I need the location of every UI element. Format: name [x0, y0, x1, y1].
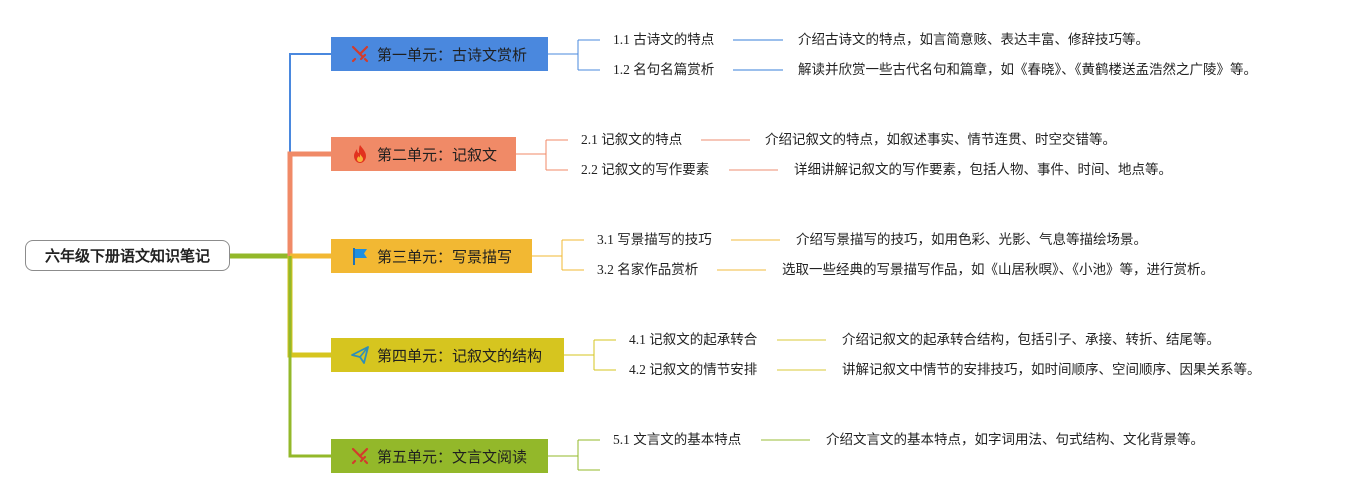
- item-2-1-desc[interactable]: 介绍记叙文的特点，如叙述事实、情节连贯、时空交错等。: [765, 132, 1116, 147]
- item-2-1[interactable]: 2.1 记叙文的特点: [581, 132, 683, 147]
- unit-3-branch: [532, 239, 584, 271]
- unit-5-title: 第五单元：文言文阅读: [377, 447, 528, 466]
- unit-2-connector: [287, 151, 331, 256]
- unit-3-topic[interactable]: 第三单元：写景描写: [331, 239, 532, 273]
- item-1-1-desc[interactable]: 介绍古诗文的特点，如言简意赅、表达丰富、修辞技巧等。: [798, 32, 1149, 47]
- item-3-2-desc[interactable]: 选取一些经典的写景描写作品，如《山居秋暝》、《小池》等，进行赏析。: [782, 262, 1214, 277]
- unit-3-title: 第三单元：写景描写: [377, 247, 513, 266]
- unit-2-branch: [516, 139, 568, 171]
- swords-icon: [349, 445, 371, 467]
- item-5-1-desc[interactable]: 介绍文言文的基本特点，如字词用法、句式结构、文化背景等。: [826, 432, 1204, 447]
- root-title: 六年级下册语文知识笔记: [44, 247, 210, 265]
- unit-1-topic[interactable]: 第一单元：古诗文赏析: [331, 37, 548, 71]
- item-4-2[interactable]: 4.2 记叙文的情节安排: [629, 362, 758, 377]
- item-4-2-desc[interactable]: 讲解记叙文中情节的安排技巧，如时间顺序、空间顺序、因果关系等。: [842, 362, 1261, 377]
- flag-icon: [349, 245, 371, 267]
- item-1-2[interactable]: 1.2 名句名篇赏析: [613, 62, 715, 77]
- unit-5-connector: [288, 256, 331, 458]
- unit-4-branch: [564, 339, 616, 371]
- swords-icon: [349, 43, 371, 65]
- item-5-1[interactable]: 5.1 文言文的基本特点: [613, 432, 742, 447]
- unit-4-topic[interactable]: 第四单元：记叙文的结构: [331, 338, 564, 372]
- item-3-2[interactable]: 3.2 名家作品赏析: [597, 262, 699, 277]
- unit-1-title: 第一单元：古诗文赏析: [377, 45, 528, 64]
- unit-5-topic[interactable]: 第五单元：文言文阅读: [331, 439, 548, 473]
- item-4-1[interactable]: 4.1 记叙文的起承转合: [629, 332, 758, 347]
- paper-plane-icon: [349, 344, 371, 366]
- item-1-2-desc[interactable]: 解读并欣赏一些古代名句和篇章，如《春晓》、《黄鹤楼送孟浩然之广陵》等。: [798, 62, 1257, 77]
- item-4-1-desc[interactable]: 介绍记叙文的起承转合结构，包括引子、承接、转折、结尾等。: [842, 332, 1220, 347]
- unit-1-branch: [548, 39, 600, 71]
- item-1-1[interactable]: 1.1 古诗文的特点: [613, 32, 715, 47]
- item-3-1[interactable]: 3.1 写景描写的技巧: [597, 232, 712, 247]
- unit-2-title: 第二单元：记叙文: [377, 145, 498, 164]
- unit-4-title: 第四单元：记叙文的结构: [377, 346, 543, 365]
- item-3-1-desc[interactable]: 介绍写景描写的技巧，如用色彩、光影、气息等描绘场景。: [796, 232, 1147, 247]
- unit-2-topic[interactable]: 第二单元：记叙文: [331, 137, 516, 171]
- item-2-2-desc[interactable]: 详细讲解记叙文的写作要素，包括人物、事件、时间、地点等。: [794, 162, 1172, 177]
- root-topic[interactable]: 六年级下册语文知识笔记: [25, 240, 230, 271]
- unit-4-connector: [287, 256, 331, 358]
- item-2-2[interactable]: 2.2 记叙文的写作要素: [581, 162, 710, 177]
- fire-icon: [349, 143, 371, 165]
- unit-5-branch: [548, 439, 600, 471]
